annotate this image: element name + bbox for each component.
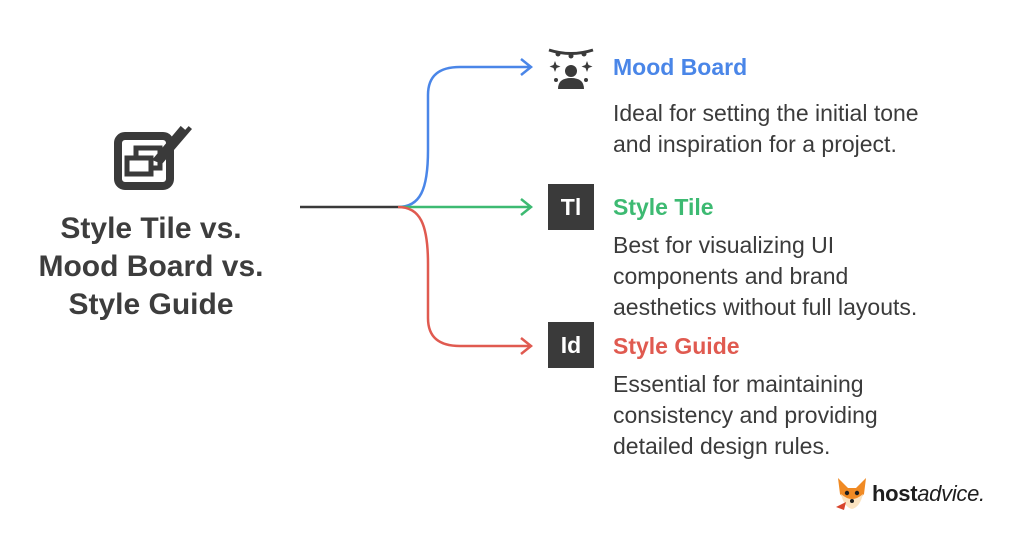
description-line: Essential for maintaining bbox=[613, 371, 864, 397]
style-tile-icon: Tl bbox=[548, 184, 594, 230]
branch-heading-style-guide: Style Guide bbox=[613, 333, 740, 359]
branch-heading-mood-board: Mood Board bbox=[613, 54, 748, 80]
description-line: consistency and providing bbox=[613, 402, 878, 428]
style-guide-icon: Id bbox=[548, 322, 594, 368]
branch-heading-style-tile: Style Tile bbox=[613, 194, 714, 220]
branch-description-mood-board: Ideal for setting the initial tone and i… bbox=[613, 98, 1003, 160]
branch-line-mood-board bbox=[397, 65, 530, 209]
description-line: Best for visualizing UI bbox=[613, 232, 835, 258]
branch-description-style-tile: Best for visualizing UI components and b… bbox=[613, 230, 1003, 323]
edit-square-icon bbox=[114, 116, 192, 190]
diagram-title: Style Tile vs. Mood Board vs. Style Guid… bbox=[20, 210, 282, 324]
description-line: components and brand bbox=[613, 263, 849, 289]
logo-italic-part: advice. bbox=[917, 481, 985, 506]
title-line: Mood Board vs. bbox=[38, 250, 264, 283]
description-line: and inspiration for a project. bbox=[613, 131, 897, 157]
hostadvice-logo: hostadvice. bbox=[832, 472, 985, 516]
title-line: Style Tile vs. bbox=[60, 212, 242, 245]
branch-line-style-guide bbox=[397, 205, 530, 348]
title-line: Style Guide bbox=[68, 288, 234, 321]
description-line: Ideal for setting the initial tone bbox=[613, 100, 919, 126]
arrowhead-style-tile bbox=[520, 198, 534, 216]
arrowhead-style-guide bbox=[520, 337, 534, 355]
description-line: aesthetics without full layouts. bbox=[613, 294, 918, 320]
logo-bold-part: host bbox=[872, 481, 918, 506]
description-line: detailed design rules. bbox=[613, 433, 831, 459]
logo-wordmark: hostadvice. bbox=[872, 481, 985, 507]
fox-mascot-icon bbox=[836, 478, 866, 510]
mood-board-icon bbox=[548, 48, 594, 89]
branch-description-style-guide: Essential for maintaining consistency an… bbox=[613, 369, 1003, 462]
arrowhead-mood-board bbox=[520, 58, 534, 76]
